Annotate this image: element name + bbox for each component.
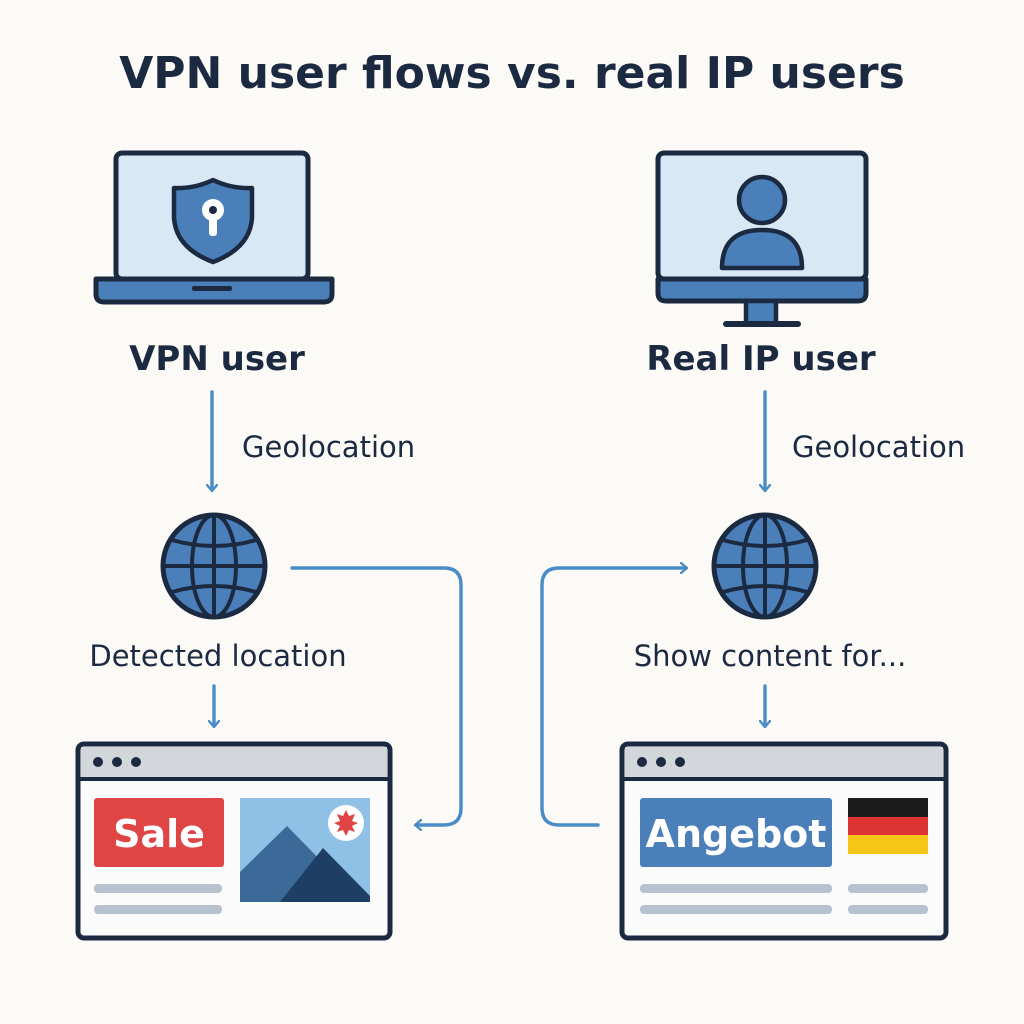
mountain-image-icon bbox=[240, 798, 370, 902]
sale-badge-text: Sale bbox=[113, 812, 205, 856]
shield-icon bbox=[171, 177, 255, 265]
germany-flag-icon bbox=[848, 798, 928, 854]
real-ip-user-label: Real IP user bbox=[646, 339, 876, 379]
window-dot-icon bbox=[675, 757, 685, 767]
vpn-user-label: VPN user bbox=[129, 339, 305, 379]
angebot-badge bbox=[640, 798, 832, 867]
show-content-label: Show content for... bbox=[634, 639, 907, 673]
laptop-shield-icon bbox=[93, 150, 335, 305]
user-icon bbox=[719, 174, 805, 271]
right-page-to-globe-connector bbox=[540, 568, 686, 827]
text-line bbox=[848, 884, 928, 893]
left-browser-window: Sale bbox=[75, 741, 393, 941]
text-line bbox=[848, 905, 928, 914]
window-dot-icon bbox=[112, 757, 122, 767]
maple-leaf-flag-icon bbox=[328, 805, 364, 841]
window-dot-icon bbox=[656, 757, 666, 767]
left-geolocation-label: Geolocation bbox=[242, 430, 415, 464]
right-browser-window: Angebot bbox=[619, 741, 949, 941]
detected-location-label: Detected location bbox=[89, 639, 346, 673]
left-globe-icon bbox=[160, 512, 268, 620]
window-dot-icon bbox=[131, 757, 141, 767]
text-line bbox=[94, 884, 222, 893]
angebot-badge-text: Angebot bbox=[646, 812, 827, 856]
window-dot-icon bbox=[637, 757, 647, 767]
text-line bbox=[640, 905, 832, 914]
keyhole-icon bbox=[202, 199, 224, 236]
window-dot-icon bbox=[93, 757, 103, 767]
sale-badge bbox=[94, 798, 224, 867]
text-line bbox=[640, 884, 832, 893]
diagram-title: VPN user flows vs. real IP users bbox=[119, 48, 905, 99]
text-line bbox=[94, 905, 222, 914]
right-geolocation-label: Geolocation bbox=[792, 430, 965, 464]
left-globe-to-page-connector bbox=[290, 566, 463, 825]
right-globe-icon bbox=[711, 512, 819, 620]
monitor-user-icon bbox=[655, 150, 869, 327]
